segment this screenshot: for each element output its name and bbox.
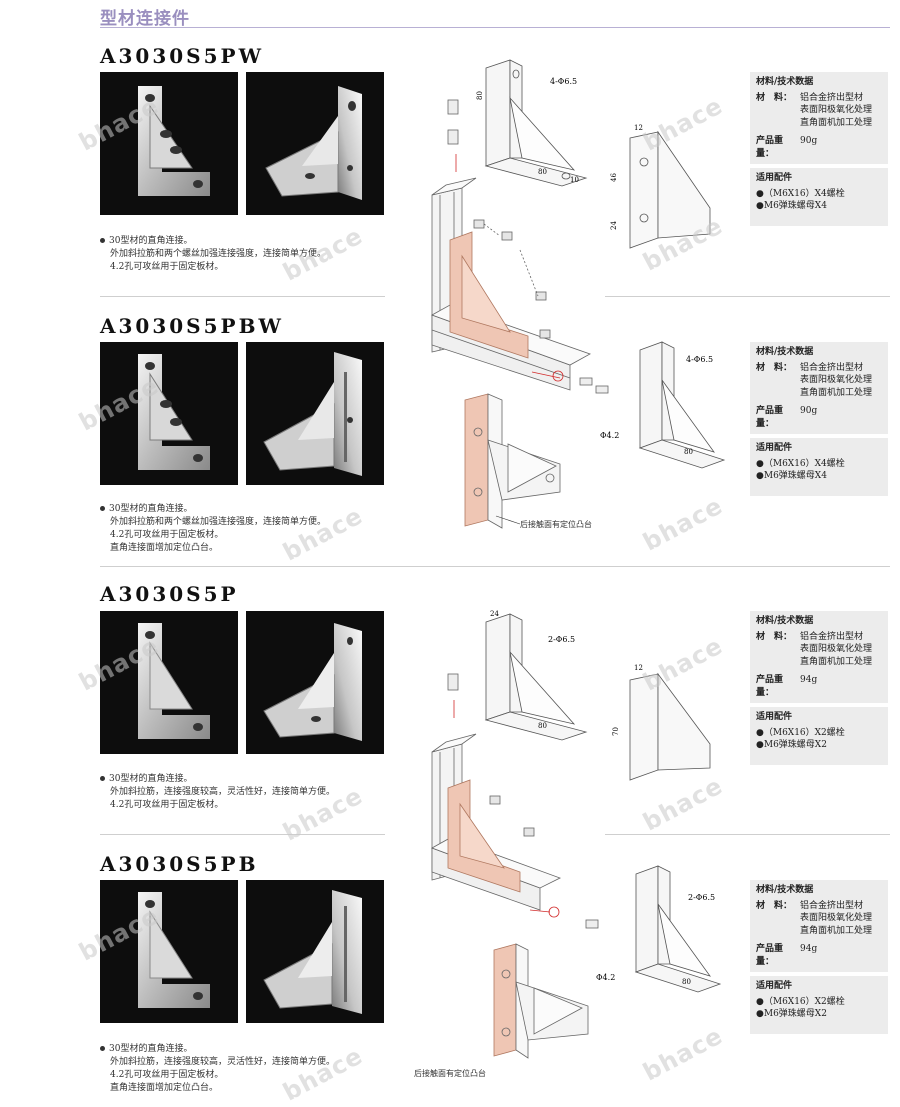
material-spec-box: 材料/技术数据 材 料： 铝合金挤出型材表面阳极氧化处理直角面机加工处理 产品重… — [750, 611, 888, 703]
section-divider — [100, 296, 385, 297]
positioning-note: 后接触面有定位凸台 — [414, 1068, 486, 1078]
material-spec-box: 材料/技术数据 材 料： 铝合金挤出型材表面阳极氧化处理直角面机加工处理 产品重… — [750, 72, 888, 164]
svg-text:80: 80 — [682, 978, 691, 986]
section-divider — [100, 566, 890, 567]
material-spec-box: 材料/技术数据 材 料： 铝合金挤出型材表面阳极氧化处理直角面机加工处理 产品重… — [750, 342, 888, 434]
section-divider — [100, 834, 385, 835]
svg-text:12: 12 — [634, 664, 643, 672]
svg-text:80: 80 — [538, 168, 547, 176]
tech-drawing-iso: 4-Φ6.5 80 80 10 — [476, 59, 588, 187]
svg-text:4-Φ6.5: 4-Φ6.5 — [550, 77, 577, 86]
svg-text:24: 24 — [610, 221, 618, 230]
bullet-icon — [100, 506, 105, 511]
product-description: 30型材的直角连接。 外加斜拉筋，连接强度较高，灵活性好，连接简单方便。 4.2… — [100, 773, 390, 812]
product-description: 30型材的直角连接。 外加斜拉筋和两个螺丝加强连接强度，连接简单方便。 4.2孔… — [100, 235, 390, 274]
svg-text:10: 10 — [570, 176, 579, 184]
product-photo-front — [100, 342, 238, 485]
accessories-box: 适用配件 ●（M6X16）X4螺栓 ●M6弹珠螺母X4 — [750, 438, 888, 496]
svg-text:2-Φ6.5: 2-Φ6.5 — [548, 635, 575, 644]
section-divider — [605, 296, 890, 297]
svg-text:2-Φ6.5: 2-Φ6.5 — [688, 893, 715, 902]
title-rule — [100, 27, 890, 28]
product-photo-angle — [246, 72, 384, 215]
svg-text:80: 80 — [476, 91, 484, 100]
model-title: A3030S5PW — [100, 44, 265, 68]
accessories-box: 适用配件 ●（M6X16）X4螺栓 ●M6弹珠螺母X4 — [750, 168, 888, 226]
product-photo-angle — [246, 880, 384, 1023]
svg-text:12: 12 — [634, 124, 643, 132]
model-title: A3030S5PBW — [100, 314, 284, 338]
watermark: bhace — [638, 491, 728, 557]
tech-drawing-side: 12 46 24 — [610, 124, 711, 249]
model-title: A3030S5PB — [100, 852, 259, 876]
svg-text:46: 46 — [610, 173, 618, 182]
product-photo-angle — [246, 611, 384, 754]
bullet-icon — [100, 776, 105, 781]
bullet-icon — [100, 1046, 105, 1051]
product-photo-front — [100, 72, 238, 215]
page-title: 型材连接件 — [100, 9, 190, 29]
bullet-icon — [100, 238, 105, 243]
product-description: 30型材的直角连接。 外加斜拉筋和两个螺丝加强连接强度，连接简单方便。 4.2孔… — [100, 503, 390, 555]
tech-drawing-iso: 2-Φ6.5 24 80 — [484, 610, 588, 741]
model-title: A3030S5P — [100, 582, 239, 606]
assembly-drawing-top: 后接触面有定位凸台 — [431, 99, 609, 529]
tech-drawing-iso: 4-Φ6.5 Φ4.2 80 — [600, 341, 726, 469]
positioning-note: 后接触面有定位凸台 — [520, 519, 592, 529]
svg-text:80: 80 — [538, 722, 547, 730]
material-spec-box: 材料/技术数据 材 料： 铝合金挤出型材表面阳极氧化处理直角面机加工处理 产品重… — [750, 880, 888, 972]
svg-text:80: 80 — [684, 448, 693, 456]
product-description: 30型材的直角连接。 外加斜拉筋，连接强度较高，灵活性好，连接简单方便。 4.2… — [100, 1043, 390, 1095]
svg-text:70: 70 — [612, 727, 620, 736]
tech-drawing-side: 12 70 — [612, 664, 711, 781]
svg-text:Φ4.2: Φ4.2 — [596, 973, 615, 982]
tech-drawing-iso: 2-Φ6.5 Φ4.2 80 — [596, 865, 722, 993]
svg-text:Φ4.2: Φ4.2 — [600, 431, 619, 440]
section-divider — [605, 834, 890, 835]
product-photo-front — [100, 611, 238, 754]
accessories-box: 适用配件 ●（M6X16）X2螺栓 ●M6弹珠螺母X2 — [750, 976, 888, 1034]
assembly-drawing-bottom: 后接触面有定位凸台 — [414, 673, 599, 1078]
svg-text:24: 24 — [490, 610, 499, 618]
product-photo-angle — [246, 342, 384, 485]
svg-text:4-Φ6.5: 4-Φ6.5 — [686, 355, 713, 364]
accessories-box: 适用配件 ●（M6X16）X2螺栓 ●M6弹珠螺母X2 — [750, 707, 888, 765]
product-photo-front — [100, 880, 238, 1023]
watermark: bhace — [638, 1021, 728, 1087]
